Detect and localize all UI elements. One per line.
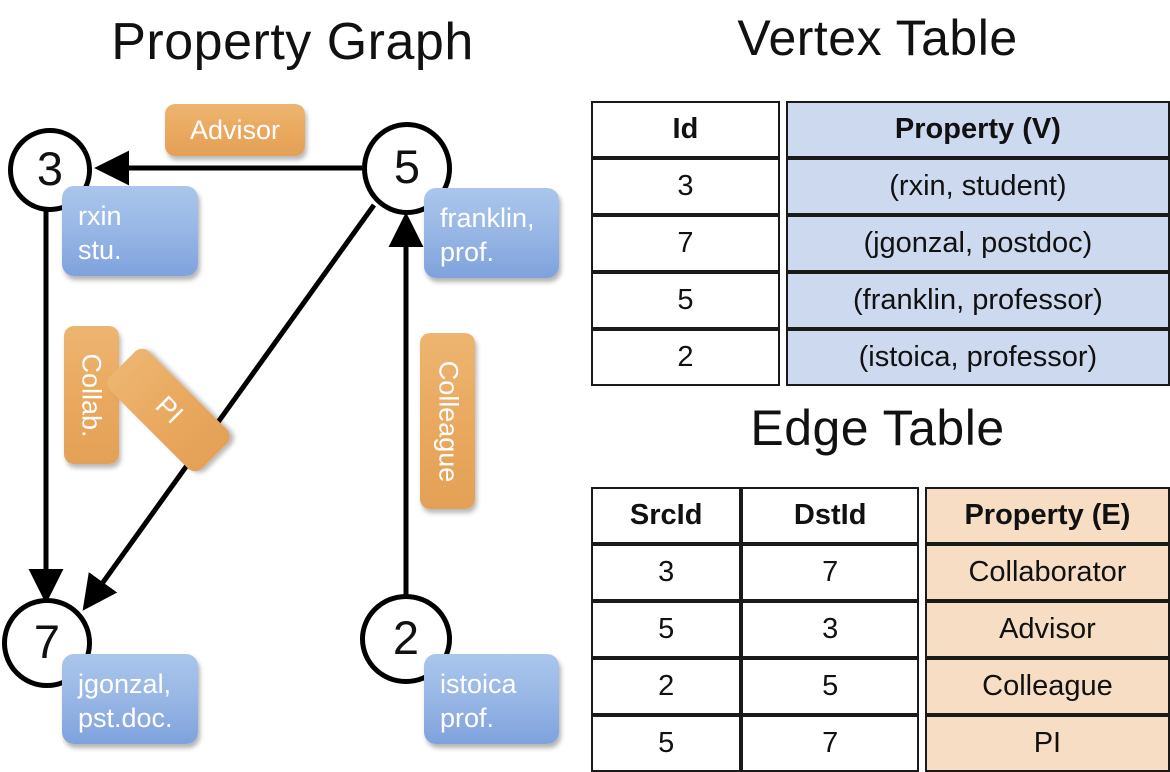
- edge-row-gap: [919, 715, 925, 772]
- vertex-cell-property: (istoica, professor): [785, 329, 1170, 386]
- graph-node-5[interactable]: 5: [362, 122, 452, 215]
- vertex-row-gap: [779, 215, 786, 272]
- vertex-cell-property: (rxin, student): [785, 158, 1170, 215]
- vertex-callout-7: jgonzal, pst.doc.: [62, 654, 198, 744]
- edge-callout-advisor-label: Advisor: [189, 114, 281, 145]
- edge-cell-dst: 5: [741, 658, 919, 715]
- vertex-row-gap: [779, 272, 786, 329]
- vertex-cell-id: 3: [591, 158, 780, 215]
- vertex-cell-property: (franklin, professor): [785, 272, 1170, 329]
- edge-callout-advisor: Advisor: [165, 104, 305, 156]
- table-row: 3 (rxin, student): [591, 158, 1170, 215]
- edge-table-header-property: Property (E): [924, 487, 1170, 544]
- edge-table-header-dstid: DstId: [741, 487, 919, 544]
- edge-row-gap: [919, 658, 925, 715]
- graph-node-2[interactable]: 2: [360, 594, 452, 684]
- graph-node-7-label: 7: [33, 614, 61, 668]
- edge-cell-property: Advisor: [924, 601, 1170, 658]
- vertex-table-header-row: Id Property (V): [591, 101, 1170, 158]
- table-row: 2 (istoica, professor): [591, 329, 1170, 386]
- edge-callout-colleague-label: Colleague: [433, 360, 463, 482]
- edge-row-gap: [919, 601, 925, 658]
- vertex-cell-id: 7: [591, 215, 780, 272]
- vertex-cell-id: 5: [591, 272, 780, 329]
- edge-cell-src: 5: [591, 601, 742, 658]
- edge-cell-property: Colleague: [924, 658, 1170, 715]
- edge-table: SrcId DstId Property (E) 3 7 Collaborato…: [591, 487, 1170, 772]
- graph-node-5-label: 5: [393, 140, 421, 193]
- edge-cell-property: Collaborator: [924, 544, 1170, 601]
- table-row: 7 (jgonzal, postdoc): [591, 215, 1170, 272]
- edge-row-gap: [919, 544, 925, 601]
- edge-callout-collab-label: Collab.: [77, 352, 108, 438]
- vertex-cell-id: 2: [591, 329, 780, 386]
- page-title-property-graph: Property Graph: [111, 13, 474, 71]
- vertex-cell-property: (jgonzal, postdoc): [785, 215, 1170, 272]
- vertex-callout-2: istoica prof.: [424, 654, 559, 744]
- edge-table-column-gap: [919, 487, 925, 544]
- edge-cell-dst: 7: [741, 715, 919, 772]
- table-row: 5 3 Advisor: [591, 601, 1170, 658]
- table-row: 5 (franklin, professor): [591, 272, 1170, 329]
- edge-cell-src: 3: [591, 544, 742, 601]
- vertex-table-column-gap: [779, 101, 786, 158]
- vertex-table: Id Property (V) 3 (rxin, student) 7 (jgo…: [591, 101, 1170, 386]
- edge-cell-property: PI: [924, 715, 1170, 772]
- vertex-callout-5: franklin, prof.: [424, 188, 559, 278]
- graph-edges-layer: [28, 150, 424, 611]
- page-title-edge-table: Edge Table: [750, 400, 1005, 456]
- vertex-row-gap: [779, 329, 786, 386]
- property-graph-panel: Property Graph 3 5 7 2 rxin stu. frankli…: [0, 0, 585, 760]
- vertex-callout-3: rxin stu.: [62, 186, 198, 276]
- edge-callout-collab: Collab.: [64, 326, 119, 464]
- vertex-table-header-property: Property (V): [785, 101, 1170, 158]
- edge-callout-pi-label: PI: [149, 390, 189, 430]
- edge-callout-colleague: Colleague: [420, 333, 475, 509]
- edge-5-to-7: [82, 203, 377, 611]
- graph-node-2-label: 2: [392, 610, 420, 664]
- table-row: 2 5 Colleague: [591, 658, 1170, 715]
- table-row: 3 7 Collaborator: [591, 544, 1170, 601]
- graph-node-3-label: 3: [36, 141, 64, 195]
- vertex-row-gap: [779, 158, 786, 215]
- table-row: 5 7 PI: [591, 715, 1170, 772]
- edge-cell-dst: 3: [741, 601, 919, 658]
- vertex-table-header-id: Id: [591, 101, 780, 158]
- page-title-vertex-table: Vertex Table: [737, 10, 1018, 66]
- edge-cell-src: 2: [591, 658, 742, 715]
- edge-table-header-srcid: SrcId: [591, 487, 742, 544]
- edge-cell-src: 5: [591, 715, 742, 772]
- edge-cell-dst: 7: [741, 544, 919, 601]
- edge-table-header-row: SrcId DstId Property (E): [591, 487, 1170, 544]
